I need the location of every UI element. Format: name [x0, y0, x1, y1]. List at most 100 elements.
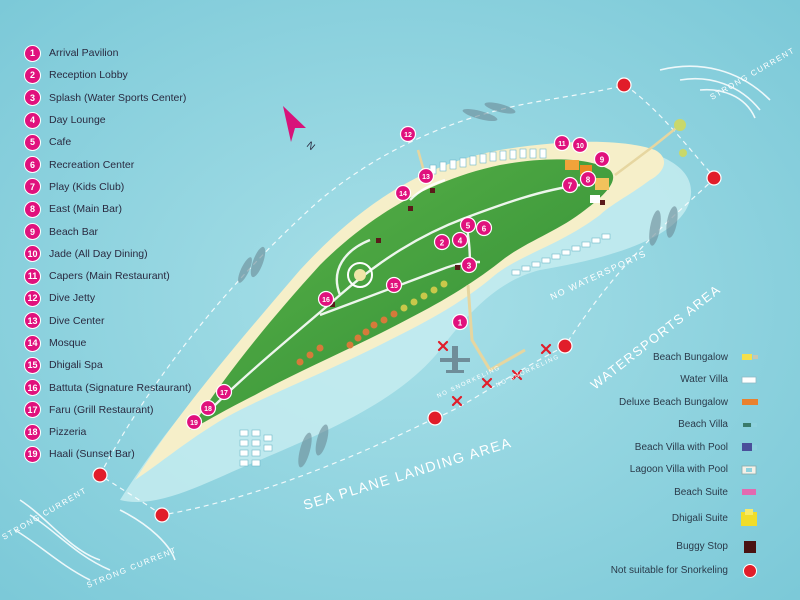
pin-12[interactable]: 12	[399, 125, 417, 143]
deluxe-beach-bungalow-swatch-icon	[736, 393, 764, 411]
pin-11[interactable]: 11	[553, 134, 571, 152]
key-label: Pizzeria	[49, 426, 87, 439]
key-item-mosque[interactable]: 14 Mosque	[24, 332, 191, 354]
key-label: Cafe	[49, 136, 72, 149]
key-label: Reception Lobby	[49, 69, 128, 82]
key-label: Recreation Center	[49, 158, 135, 171]
danger-markers	[92, 77, 722, 523]
pin-15[interactable]: 15	[385, 276, 403, 294]
svg-text:4: 4	[458, 237, 463, 246]
key-label: Beach Bar	[49, 225, 99, 238]
pin-13[interactable]: 13	[417, 167, 435, 185]
key-item-dive-center[interactable]: 13 Dive Center	[24, 310, 191, 332]
pin-8[interactable]: 8	[579, 170, 597, 188]
legend-row-lagoon-villa-pool: Lagoon Villa with Pool	[611, 459, 764, 482]
lagoon-villa-pool-swatch-icon	[736, 461, 764, 479]
dhigali-suite-swatch-icon	[736, 508, 764, 528]
pin-10[interactable]: 10	[571, 136, 589, 154]
svg-text:9: 9	[600, 156, 605, 165]
beach-suite-swatch-icon	[736, 483, 764, 501]
pin-14[interactable]: 14	[394, 184, 412, 202]
legend-row-not-snorkeling: Not suitable for Snorkeling	[611, 560, 764, 583]
key-item-beach-bar[interactable]: 9 Beach Bar	[24, 220, 191, 242]
key-number-badge: 17	[24, 401, 41, 419]
svg-text:11: 11	[558, 141, 566, 148]
key-label: Dive Center	[49, 314, 105, 327]
legend-label: Beach Villa	[678, 419, 728, 431]
legend-row-beach-suite: Beach Suite	[611, 481, 764, 504]
accommodation-legend: Beach Bungalow Water Villa Deluxe Beach …	[611, 346, 764, 582]
key-item-recreation-center[interactable]: 6 Recreation Center	[24, 153, 191, 175]
key-label: Day Lounge	[49, 114, 106, 127]
pin-2[interactable]: 2	[433, 233, 451, 251]
pin-16[interactable]: 16	[317, 290, 335, 308]
key-number-badge: 14	[24, 334, 41, 352]
water-villa-swatch-icon	[736, 371, 764, 389]
svg-text:10: 10	[576, 143, 584, 150]
key-number-badge: 1	[24, 44, 41, 62]
current-swirls	[14, 65, 771, 581]
main-resort-buildings	[565, 160, 609, 203]
svg-text:17: 17	[220, 390, 228, 397]
legend-row-deluxe-beach-bungalow: Deluxe Beach Bungalow	[611, 391, 764, 414]
legend-label: Beach Villa with Pool	[634, 441, 728, 453]
pin-6[interactable]: 6	[475, 219, 493, 237]
water-villas-north	[429, 148, 547, 175]
pin-9[interactable]: 9	[593, 150, 611, 168]
key-label: Jade (All Day Dining)	[49, 247, 148, 260]
svg-text:5: 5	[466, 222, 471, 231]
spa-center	[354, 269, 366, 281]
pin-4[interactable]: 4	[451, 231, 469, 249]
northeast-jetty	[614, 124, 681, 176]
key-number-badge: 13	[24, 312, 41, 330]
pin-18[interactable]: 18	[199, 399, 217, 417]
pin-19[interactable]: 19	[185, 413, 203, 431]
key-item-cafe[interactable]: 5 Cafe	[24, 131, 191, 153]
pin-5[interactable]: 5	[459, 216, 477, 234]
buggy-path	[209, 178, 581, 411]
key-number-badge: 6	[24, 156, 41, 174]
key-item-arrival-pavilion[interactable]: 1 Arrival Pavilion	[24, 42, 191, 64]
legend-row-beach-villa-pool: Beach Villa with Pool	[611, 436, 764, 459]
key-label: Dive Jetty	[49, 292, 96, 305]
water-villas-southeast	[511, 233, 611, 276]
key-number-badge: 5	[24, 133, 41, 151]
legend-label: Deluxe Beach Bungalow	[619, 396, 728, 408]
legend-label: Not suitable for Snorkeling	[610, 565, 728, 577]
key-label: Play (Kids Club)	[49, 180, 125, 193]
key-label: Arrival Pavilion	[49, 47, 119, 60]
location-pins: 1 2 3 4 5 6 7 8 9 10 11 12 13 14 15 16 1…	[185, 125, 611, 431]
key-number-badge: 9	[24, 223, 41, 241]
pin-17[interactable]: 17	[215, 383, 233, 401]
key-item-faru[interactable]: 17 Faru (Grill Restaurant)	[24, 399, 191, 421]
svg-text:3: 3	[467, 262, 472, 271]
pin-1[interactable]: 1	[451, 313, 469, 331]
buggy-stop-swatch-icon	[736, 538, 764, 556]
pin-3[interactable]: 3	[460, 256, 478, 274]
key-label: Faru (Grill Restaurant)	[49, 403, 154, 416]
key-label: Splash (Water Sports Center)	[49, 91, 187, 104]
svg-text:15: 15	[390, 283, 398, 290]
legend-row-water-villa: Water Villa	[611, 369, 764, 392]
pin-7[interactable]: 7	[561, 176, 579, 194]
key-label: Capers (Main Restaurant)	[49, 270, 170, 283]
key-number-badge: 4	[24, 111, 41, 129]
legend-label: Water Villa	[680, 374, 728, 386]
key-item-day-lounge[interactable]: 4 Day Lounge	[24, 109, 191, 131]
svg-text:12: 12	[404, 132, 412, 139]
svg-text:6: 6	[482, 225, 487, 234]
key-label: Mosque	[49, 337, 87, 349]
svg-text:18: 18	[204, 406, 212, 413]
legend-label: Dhigali Suite	[671, 513, 728, 524]
